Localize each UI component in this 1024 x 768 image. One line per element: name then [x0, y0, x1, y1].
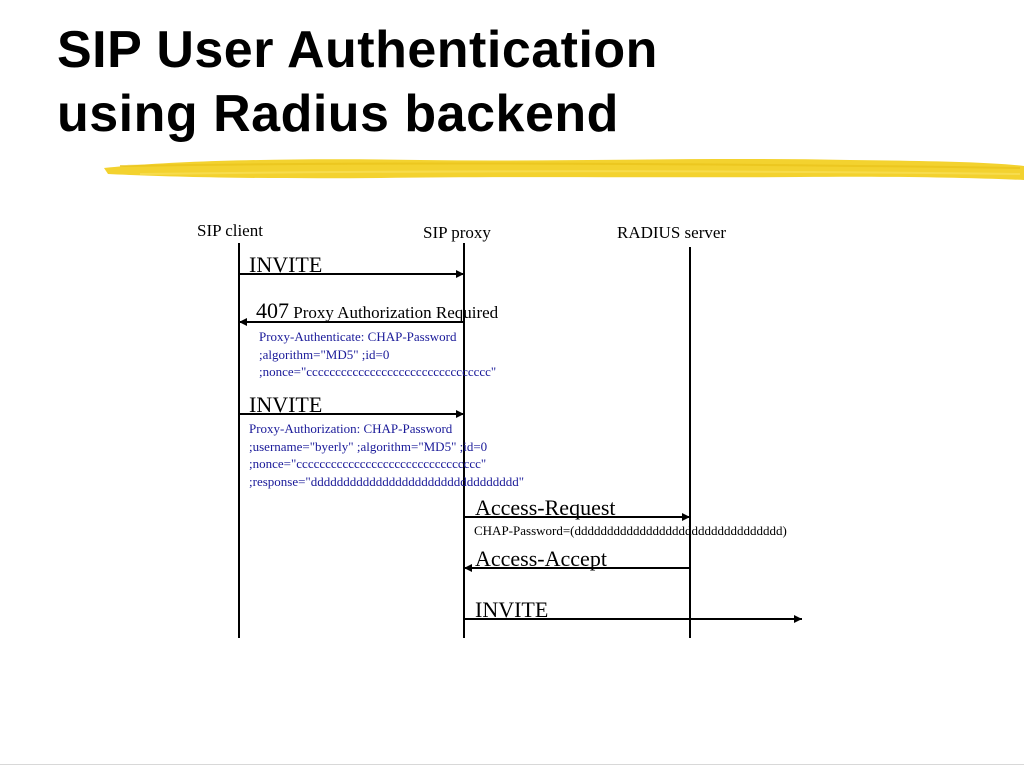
chap-password-attribute: CHAP-Password=(ddddddddddddddddddddddddd… [474, 523, 787, 538]
message-407: 407 Proxy Authorization Required [256, 298, 498, 324]
slide-title: SIP User Authentication using Radius bac… [57, 18, 658, 146]
message-invite-2: INVITE [249, 392, 323, 417]
message-invite-3: INVITE [475, 597, 549, 622]
message-access-request: Access-Request [475, 495, 616, 520]
proxy-authenticate-line: ;algorithm="MD5" ;id=0 [259, 346, 390, 362]
proxy-authenticate-line: Proxy-Authenticate: CHAP-Password [259, 329, 457, 344]
actor-sip-client: SIP client [197, 221, 263, 240]
proxy-authenticate-header: Proxy-Authenticate: CHAP-Password ;algor… [259, 328, 496, 381]
message-access-accept: Access-Accept [475, 546, 607, 571]
actor-radius-server: RADIUS server [617, 223, 727, 242]
actor-sip-proxy: SIP proxy [423, 223, 491, 242]
slide-title-line-2: using Radius backend [57, 85, 619, 143]
message-407-code: 407 [256, 298, 289, 323]
message-407-text: Proxy Authorization Required [293, 303, 499, 322]
proxy-authorization-line: ;username="byerly" ;algorithm="MD5" ;id=… [249, 438, 488, 454]
title-highlight-stroke [104, 159, 1024, 180]
proxy-authorization-header: Proxy-Authorization: CHAP-Password ;user… [249, 420, 524, 490]
proxy-authorization-line: ;nonce="cccccccccccccccccccccccccccccccc… [249, 456, 487, 471]
proxy-authorization-line: Proxy-Authorization: CHAP-Password [249, 421, 453, 436]
proxy-authorization-line: ;response="ddddddddddddddddddddddddddddd… [249, 473, 525, 489]
message-invite-1: INVITE [249, 252, 323, 277]
proxy-authenticate-line: ;nonce="cccccccccccccccccccccccccccccccc… [259, 364, 497, 379]
slide-title-line-1: SIP User Authentication [57, 21, 658, 79]
footer-divider [0, 764, 1024, 765]
